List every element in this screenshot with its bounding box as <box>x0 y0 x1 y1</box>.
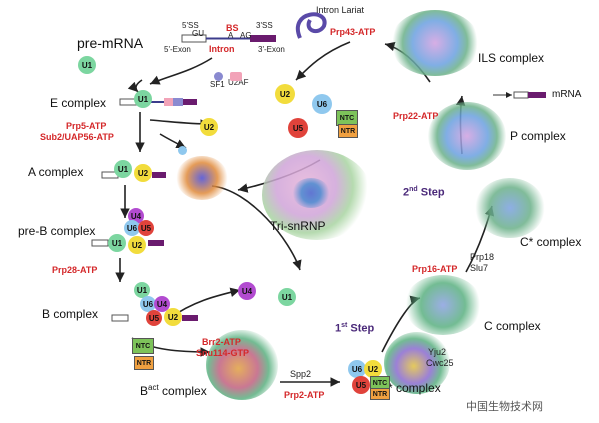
premrna-label: pre-mRNA <box>77 35 144 51</box>
p-complex-structure <box>428 102 506 170</box>
u5-snrnp: U5 <box>352 376 370 394</box>
premrna-schematic <box>181 34 276 43</box>
preb-complex-label: pre-B complex <box>18 224 96 238</box>
u6-snrnp: U6 <box>312 94 332 114</box>
u2-snrnp: U2 <box>134 164 152 182</box>
sf1-dot <box>214 72 223 81</box>
spp2-label: Spp2 <box>290 369 312 379</box>
slu7-label: Slu7 <box>470 263 489 273</box>
a-complex-structure <box>176 156 228 200</box>
cwc25-label: Cwc25 <box>426 358 454 368</box>
u2-snrnp: U2 <box>275 84 295 104</box>
intron-label: Intron <box>209 44 235 54</box>
u6-snrnp: U6 <box>124 220 140 236</box>
u2-snrnp: U2 <box>200 118 218 136</box>
second-step-label: 2nd Step <box>403 186 445 199</box>
tri-snrnp-core <box>292 178 330 208</box>
u2-snrnp: U2 <box>164 308 182 326</box>
gu-label: GU <box>192 29 204 38</box>
sf1-label: SF1 <box>210 80 225 89</box>
ntr-box: NTR <box>338 124 358 138</box>
u6-snrnp: U6 <box>140 296 156 312</box>
u1-snrnp: U1 <box>134 90 152 108</box>
b-complex-label: B complex <box>42 307 99 321</box>
p-complex-label: P complex <box>510 129 566 143</box>
u1-snrnp: U1 <box>134 282 150 298</box>
u2-snrnp: U2 <box>128 236 146 254</box>
ss5-label: 5'SS <box>182 21 199 30</box>
intron-lariat-shape <box>295 12 327 39</box>
u5-snrnp: U5 <box>146 310 162 326</box>
u6-snrnp: U6 <box>348 360 366 378</box>
ag-label: AG <box>240 31 252 40</box>
bact-complex-structure <box>206 330 278 400</box>
ils-complex-structure <box>390 10 480 76</box>
c-complex-structure <box>404 275 482 335</box>
u1-snrnp: U1 <box>114 160 132 178</box>
cstar-complex-structure <box>475 178 545 238</box>
prp5-label: Prp5-ATP <box>66 121 107 131</box>
u4-snrnp: U4 <box>154 296 170 312</box>
ntr-box: NTR <box>370 388 390 400</box>
c-complex-label: C complex <box>484 319 541 333</box>
exon5-label: 5'-Exon <box>164 45 191 54</box>
u5-snrnp: U5 <box>138 220 154 236</box>
tri-snrnp-label: Tri-snRNP <box>270 219 326 233</box>
a-label: A <box>228 31 234 40</box>
u2af-label: U2AF <box>228 78 249 87</box>
u5-snrnp: U5 <box>288 118 308 138</box>
mrna-label: mRNA <box>552 89 582 100</box>
bstar-complex-label: B* complex <box>380 381 441 395</box>
u1-snrnp: U1 <box>78 56 96 74</box>
u1-snrnp: U1 <box>278 288 296 306</box>
prp16-label: Prp16-ATP <box>412 264 458 274</box>
u1-snrnp: U1 <box>108 234 126 252</box>
snu114-label: Snu114-GTP <box>196 348 250 358</box>
ntc-box: NTC <box>132 338 154 354</box>
prp2-label: Prp2-ATP <box>284 390 325 400</box>
u4-snrnp: U4 <box>238 282 256 300</box>
sf1-dot <box>178 146 187 155</box>
brr2-label: Brr2-ATP <box>202 337 241 347</box>
bs-label: BS <box>226 23 239 33</box>
bact-complex-label: Bact complex <box>140 383 207 398</box>
b-complex-rna <box>111 314 198 322</box>
cstar-complex-label: C* complex <box>520 235 582 249</box>
a-complex-label: A complex <box>28 165 84 179</box>
u2af-block <box>230 72 242 81</box>
prp22-label: Prp22-ATP <box>393 111 439 121</box>
ntr-box: NTR <box>134 356 154 370</box>
first-step-label: 1st Step <box>335 322 375 335</box>
intron-lariat-label: Intron Lariat <box>316 5 365 15</box>
mrna-product <box>493 91 546 99</box>
exon3-label: 3'-Exon <box>258 45 285 54</box>
e-complex-rna <box>119 98 197 106</box>
prp28-label: Prp28-ATP <box>52 265 98 275</box>
u2-snrnp: U2 <box>364 360 382 378</box>
ntc-box: NTC <box>370 376 390 390</box>
bstar-complex-structure <box>384 332 450 394</box>
watermark: 中国生物技术网 <box>466 401 543 413</box>
yju2-label: Yju2 <box>428 347 447 357</box>
prp43-label: Prp43-ATP <box>330 27 376 37</box>
prp18-label: Prp18 <box>470 252 495 262</box>
ss3-label: 3'SS <box>256 21 273 30</box>
sub2-label: Sub2/UAP56-ATP <box>40 132 114 142</box>
ils-complex-label: ILS complex <box>478 51 545 65</box>
e-complex-label: E complex <box>50 96 107 110</box>
